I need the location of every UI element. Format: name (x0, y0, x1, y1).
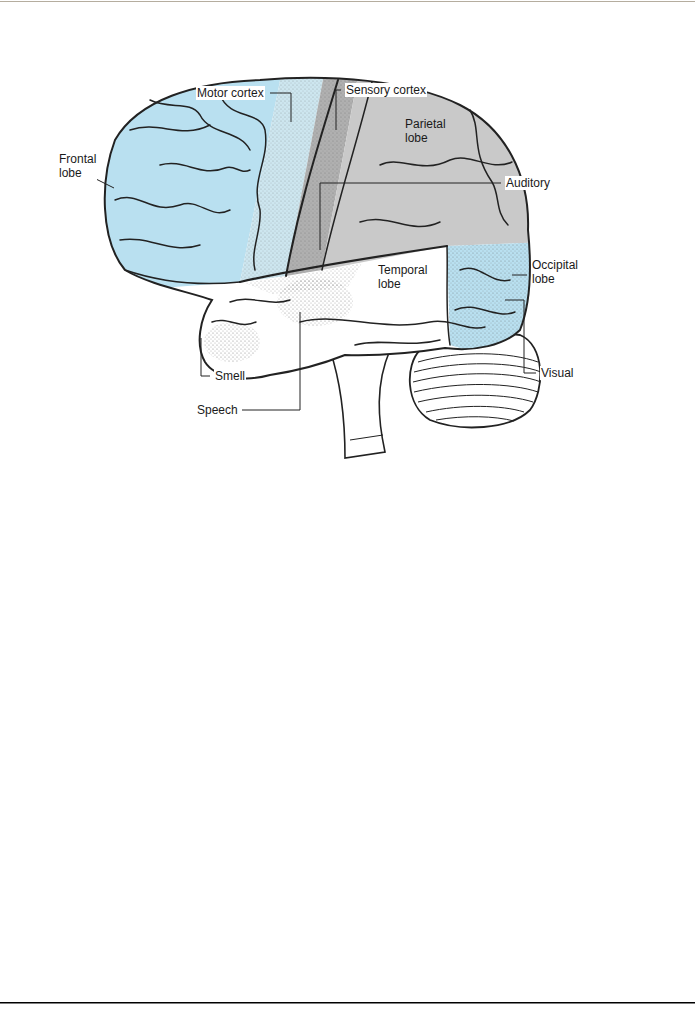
leader-lines (242, 312, 300, 410)
lobe-regions (0, 0, 695, 420)
gyri (220, 95, 266, 270)
brainstem (330, 350, 390, 458)
cerebellum (413, 374, 541, 382)
region-label: Motor cortex (196, 86, 265, 100)
top-rule (0, 1, 695, 2)
gyri (447, 246, 450, 345)
leader-lines (336, 90, 341, 130)
region-label: Smell (214, 369, 246, 383)
region-label: Speech (196, 403, 239, 417)
parietal-region (322, 0, 695, 270)
gyri (322, 82, 372, 270)
leader-lines (320, 183, 501, 250)
leader-lines (201, 338, 210, 376)
bottom-rule (0, 1002, 695, 1004)
brainstem (350, 435, 383, 440)
region-label: Frontal lobe (58, 152, 97, 180)
cerebellum (414, 364, 541, 372)
cerebellum (418, 354, 538, 362)
gyri (360, 219, 440, 226)
brainstem (330, 350, 390, 458)
cerebrum (0, 0, 695, 420)
leader-lines (270, 93, 291, 122)
gyri (115, 80, 515, 345)
cerebrum-outline (105, 78, 530, 378)
leader-lines (505, 300, 536, 373)
gyri (120, 239, 200, 248)
gyri (230, 299, 290, 302)
cerebellum (436, 417, 514, 421)
gyri (150, 100, 250, 150)
leader-lines (512, 275, 527, 276)
cerebellum (414, 384, 538, 392)
gyri (455, 307, 515, 314)
region-label: Sensory cortex (345, 83, 427, 97)
region-label: Auditory (505, 176, 551, 190)
frontal-base (125, 270, 240, 284)
cerebellum (418, 395, 533, 402)
gyri (212, 320, 256, 324)
gyri (460, 268, 510, 280)
gyri (300, 319, 485, 328)
region-label: Visual (540, 366, 574, 380)
region-label: Temporal lobe (377, 263, 428, 291)
cerebellum (426, 406, 524, 412)
leader-lines (92, 90, 536, 410)
gyri (380, 158, 512, 166)
gyri (355, 340, 440, 345)
gyri (160, 163, 250, 171)
gyri (470, 110, 508, 225)
gyri (115, 198, 230, 213)
speech-stipple (277, 278, 353, 326)
gyri (130, 125, 210, 131)
gyri (286, 80, 338, 276)
smell-stipple (204, 322, 260, 362)
region-label: Occipital lobe (531, 258, 579, 286)
region-label: Parietal lobe (404, 117, 447, 145)
